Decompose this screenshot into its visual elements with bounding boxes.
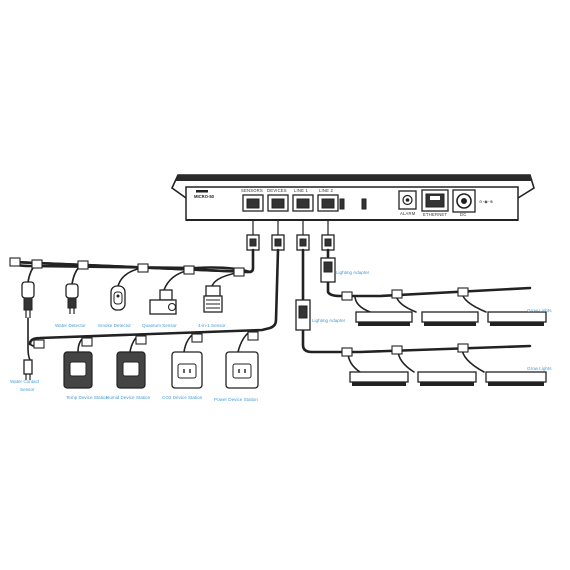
plug-line2 — [321, 220, 335, 251]
drop-power-station — [237, 329, 253, 353]
dip-switch-icon — [339, 198, 345, 210]
port-ethernet-label: ETHERNET — [423, 212, 447, 217]
port-line2-label: LINE 2 — [319, 188, 333, 193]
line2-cable — [326, 248, 532, 298]
reset-button[interactable] — [361, 198, 367, 210]
controller-unit: MICRO-50 — [170, 174, 535, 221]
smoke-detector-icon — [110, 285, 126, 311]
port-sensors-label: SENSORS — [241, 188, 263, 193]
lighting-adapter-2-label: Lighting Adapter — [312, 318, 346, 323]
plug-line1 — [296, 220, 310, 251]
plug-devices — [271, 220, 285, 251]
plug-sensors — [246, 220, 260, 251]
port-alarm[interactable]: ALARM — [398, 190, 417, 216]
drop-co2-station — [183, 331, 197, 353]
port-dc-label: DC — [460, 212, 466, 217]
port-alarm-label: ALARM — [400, 211, 416, 216]
four-in-one-sensor-icon — [203, 285, 223, 313]
lighting-adapter-1-label: Lighting Adapter — [336, 270, 370, 275]
water-contact-sensor-label-2: Sensor — [20, 387, 35, 392]
lighting-adapter-1-icon — [320, 257, 336, 283]
port-devices[interactable]: DEVICES — [267, 188, 289, 212]
co2-device-station-label: CO2 Device Station — [162, 395, 203, 400]
devices-bus-tail — [29, 343, 35, 347]
port-dc[interactable]: DC — [452, 189, 476, 217]
water-contact-sensor-icon — [23, 359, 33, 380]
drop-humid-station — [129, 333, 141, 353]
water-detector-label: Water Detector — [55, 323, 86, 328]
power-device-station-label: Power Device Station — [214, 397, 258, 402]
drop-temp-station — [77, 335, 87, 353]
water-detector-2-icon — [65, 283, 79, 314]
four-in-one-sensor-label: 4-in-1 Sensor — [198, 323, 226, 328]
grow-lights-2-label: Grow Lights — [527, 366, 552, 371]
polarity-icon: ⊖-◉-⊕ — [479, 199, 493, 204]
grow-light-row-2 — [349, 371, 547, 386]
drop-light-1a — [354, 295, 371, 313]
grow-light-row-1 — [355, 311, 547, 326]
port-line1[interactable]: LINE 1 — [292, 188, 314, 212]
line1-cable — [301, 248, 532, 354]
humid-device-station-label: Humid Device Station — [106, 395, 151, 400]
sensor-bus-main — [10, 260, 250, 274]
sensor-bus-cable — [10, 248, 255, 274]
temp-device-station-icon — [63, 351, 93, 389]
power-device-station-icon — [225, 351, 259, 389]
humid-device-station-icon — [116, 351, 146, 389]
port-sensors[interactable]: SENSORS — [241, 188, 264, 212]
lighting-adapter-2-icon — [295, 299, 311, 331]
co2-device-station-icon — [171, 351, 203, 389]
quantum-sensor-icon — [149, 289, 177, 315]
inline-splitters — [9, 257, 469, 357]
quantum-sensor-label: Quantum Sensor — [142, 323, 177, 328]
water-detector-icon — [21, 281, 35, 318]
water-contact-cable — [27, 317, 31, 361]
port-ethernet[interactable]: ETHERNET — [421, 189, 449, 217]
controller-model-label: MICRO-50 — [194, 194, 215, 199]
devices-bus-cable — [28, 248, 280, 346]
port-line2[interactable]: LINE 2 — [317, 188, 339, 212]
port-line1-label: LINE 1 — [294, 188, 308, 193]
water-contact-sensor-label-1: Water Contact — [10, 379, 40, 384]
temp-device-station-label: Temp Device Station — [66, 395, 109, 400]
port-devices-label: DEVICES — [267, 188, 287, 193]
smoke-detector-label: Smoke Detector — [98, 323, 131, 328]
grow-lights-1-label: Grow Lights — [527, 308, 552, 313]
